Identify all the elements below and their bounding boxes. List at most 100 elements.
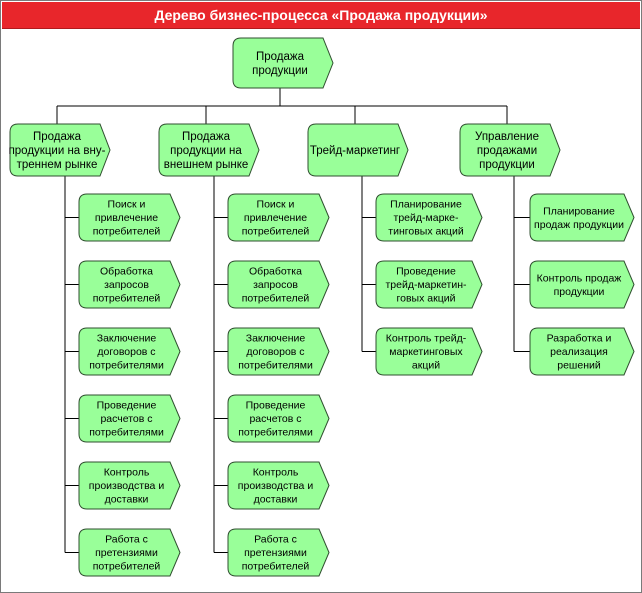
node-shape	[375, 260, 483, 309]
node-label-line: маркетинговых	[389, 346, 463, 358]
node-label-line: договоров с	[97, 346, 155, 358]
branch-node-external[interactable]: Продажа продукции на внешнем рынке	[158, 123, 260, 177]
node-label-line: Продажа	[33, 131, 82, 143]
node-label-line: Обработка	[100, 266, 153, 278]
node-label-line: Контроль	[253, 467, 299, 479]
node-label-line: Продажа	[256, 51, 305, 63]
process-node[interactable]: Контроль трейд-маркетинговых акций	[375, 327, 483, 376]
node-label-line: Управление	[475, 131, 539, 143]
node-shape	[232, 37, 334, 89]
node-label-line: договоров с	[246, 346, 304, 358]
branch-node-internal[interactable]: Продажа продукции на вну-треннем рынке	[9, 123, 111, 177]
node-label-line: Работа с	[105, 534, 148, 546]
node-label-line: привлечение	[244, 212, 307, 224]
node-shape	[227, 394, 330, 443]
node-label-line: производства и	[238, 480, 314, 492]
node-label-line: потребителей	[93, 226, 161, 238]
node-label-line: говых акций	[397, 293, 456, 305]
node-shape	[375, 193, 483, 242]
node-label-line: потребителями	[238, 427, 313, 439]
node-label-line: доставки	[105, 494, 149, 506]
node-shape	[78, 327, 181, 376]
node-label-line: продукции	[252, 65, 308, 77]
node-label-line: треннем рынке	[17, 159, 98, 171]
node-label-line: потребителей	[242, 561, 310, 573]
node-label-line: Планирование	[543, 205, 615, 217]
node-label-line: расчетов с	[100, 413, 152, 425]
node-shape	[9, 123, 111, 177]
node-label-line: Проведение	[246, 400, 306, 412]
node-label-line: продукции на вну-	[9, 145, 106, 157]
node-label-line: решений	[557, 360, 601, 372]
node-shape	[158, 123, 260, 177]
node-shape	[529, 260, 635, 309]
node-label-line: привлечение	[95, 212, 158, 224]
node-label-line: внешнем рынке	[164, 159, 249, 171]
node-label-line: запросов	[253, 279, 298, 291]
process-node[interactable]: Контроль продаж продукции	[529, 260, 635, 309]
node-shape	[227, 327, 330, 376]
process-node[interactable]: Планирование продаж продукции	[529, 193, 635, 242]
node-shape	[78, 394, 181, 443]
node-label-line: продукции	[554, 286, 605, 298]
page-title: Дерево бизнес-процесса «Продажа продукци…	[154, 7, 488, 23]
node-label-line: акций	[412, 360, 440, 372]
node-label-line: Контроль продаж	[537, 272, 622, 284]
node-shape	[78, 461, 181, 510]
node-label-line: Проведение	[97, 400, 157, 412]
node-label-line: претензиями	[244, 547, 307, 559]
node-shape	[227, 193, 330, 242]
node-label-line: претензиями	[95, 547, 158, 559]
node-shape	[307, 123, 409, 177]
node-label-line: потребителями	[89, 360, 164, 372]
node-label-line: продаж продукции	[534, 219, 624, 231]
node-shape	[227, 260, 330, 309]
node-label-line: Поиск и	[108, 199, 146, 211]
node-label-line: продукции	[479, 159, 535, 171]
node-label-line: тинговых акций	[388, 226, 464, 238]
node-label-line: потребителей	[93, 561, 161, 573]
node-label-line: Планирование	[390, 199, 462, 211]
node-shape	[78, 193, 181, 242]
node-shape	[227, 528, 330, 577]
node-shape	[78, 528, 181, 577]
node-label-line: Работа с	[254, 534, 297, 546]
node-label-line: трейд-маркетин-	[385, 279, 467, 291]
node-label-line: трейд-марке-	[394, 212, 459, 224]
node-label-line: Проведение	[396, 266, 456, 278]
root-node[interactable]: Продажа продукции	[232, 37, 334, 89]
node-label-line: Заключение	[246, 333, 306, 345]
node-label-line: производства и	[89, 480, 165, 492]
node-label-line: Продажа	[182, 131, 231, 143]
node-label-line: Поиск и	[257, 199, 295, 211]
node-label-line: потребителями	[238, 360, 313, 372]
node-shape	[227, 461, 330, 510]
branch-node-sales-management[interactable]: Управление продажами продукции	[459, 123, 561, 177]
node-shape	[529, 193, 635, 242]
node-shape	[78, 260, 181, 309]
node-shape	[529, 327, 635, 376]
node-label-line: продажами	[477, 145, 537, 157]
node-label-line: потребителями	[89, 427, 164, 439]
node-label-line: потребителей	[242, 226, 310, 238]
node-label-line: реализация	[550, 346, 608, 358]
node-label-line: продукции на	[170, 145, 242, 157]
branch-node-trade-marketing[interactable]: Трейд-маркетинг	[307, 123, 409, 177]
node-label-line: Контроль трейд-	[386, 333, 467, 345]
